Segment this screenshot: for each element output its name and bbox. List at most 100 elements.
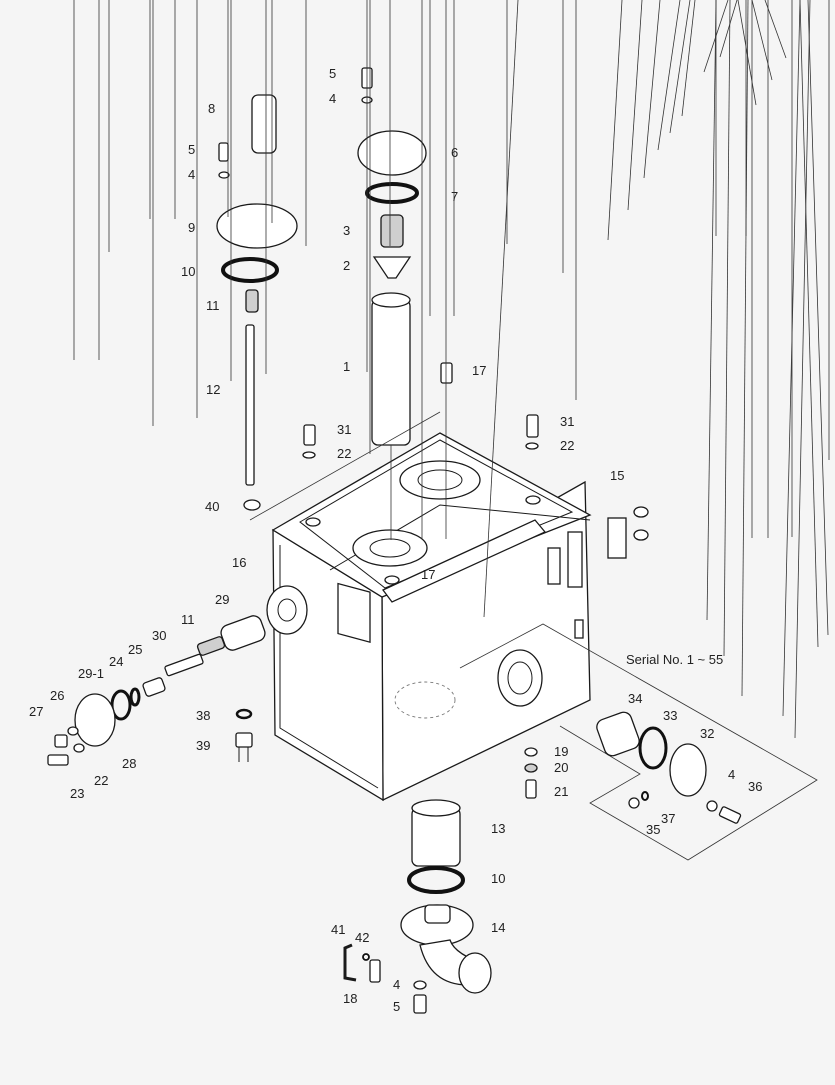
leader-c-37 (799, 0, 819, 648)
breather-8 (251, 94, 277, 154)
leader-c-35 (807, 0, 829, 636)
washer-26 (67, 726, 79, 736)
callout-c-17a: 17 (472, 363, 486, 378)
spring-11-top (245, 289, 259, 313)
fitting-25 (142, 677, 166, 697)
bolt-15b (633, 529, 649, 541)
washer-22-right (525, 442, 539, 450)
callout-c-5b: 5 (188, 142, 195, 157)
drain-flange-opening (277, 598, 297, 622)
callout-c-42: 42 (355, 930, 369, 945)
boss-left (305, 517, 321, 527)
callout-c-22a: 22 (337, 446, 351, 461)
bolt-21 (525, 779, 537, 799)
o-ring-24 (129, 687, 141, 707)
leader-c-24 (669, 0, 691, 134)
leader-c-11b (627, 0, 643, 211)
leader-c-23 (764, 0, 787, 59)
strainer-34 (596, 711, 640, 757)
callout-c-28: 28 (122, 756, 136, 771)
callout-c-27: 27 (29, 704, 43, 719)
bolt-5-bottom (413, 994, 427, 1014)
leader-c-30 (643, 0, 661, 179)
callout-c-23: 23 (70, 786, 84, 801)
callout-c-4d: 4 (393, 977, 400, 992)
washer-20 (524, 763, 538, 773)
callout-c-12: 12 (206, 382, 220, 397)
tank-side-bracket (381, 519, 547, 603)
callout-c-4a: 4 (329, 91, 336, 106)
bracket-15 (607, 517, 627, 559)
hidden-strainer-outline (394, 681, 456, 719)
callout-c-1: 1 (343, 359, 350, 374)
cover-plate-6 (357, 130, 427, 176)
washer-4-bottom (413, 980, 427, 990)
callout-c-29: 29 (215, 592, 229, 607)
callout-c-6: 6 (451, 145, 458, 160)
leader-c-34 (706, 0, 717, 621)
o-ring-10-top (221, 257, 279, 283)
callout-c-11b: 11 (181, 612, 195, 627)
fitting-18 (369, 959, 381, 983)
bolt-23 (47, 754, 69, 766)
callout-c-25: 25 (128, 642, 142, 657)
filter-element-1 (371, 299, 411, 446)
strainer-13-top (411, 799, 461, 817)
serial-detail-outline (459, 623, 818, 861)
callout-c-30: 30 (152, 628, 166, 643)
pipe-41 (343, 943, 357, 982)
flange-9 (216, 203, 298, 249)
leader-c-32 (741, 0, 749, 697)
spring-3 (380, 214, 404, 248)
callout-c-7: 7 (451, 189, 458, 204)
nut-40 (243, 499, 261, 511)
cover-32 (669, 743, 707, 797)
serial-number-note: Serial No. 1 ~ 55 (626, 652, 723, 667)
callout-c-18: 18 (343, 991, 357, 1006)
leader-c-25 (657, 0, 681, 151)
cover-28 (74, 693, 116, 747)
washer-22-left (302, 451, 316, 459)
leader-c-27 (719, 0, 738, 58)
callout-c-16: 16 (232, 555, 246, 570)
leader-line-tank-left (249, 411, 441, 521)
callout-c-17b: 17 (421, 567, 435, 582)
strainer-29 (220, 615, 266, 651)
callout-c-40: 40 (205, 499, 219, 514)
callout-c-5a: 5 (329, 66, 336, 81)
o-ring-33 (638, 726, 668, 770)
callout-c-32: 32 (700, 726, 714, 741)
o-ring-42 (362, 953, 370, 961)
bolt-5-left (218, 142, 229, 162)
callout-c-15: 15 (610, 468, 624, 483)
bolt-15a (633, 506, 649, 518)
callout-c-26: 26 (50, 688, 64, 703)
callout-c-4c: 4 (728, 767, 735, 782)
spring-11-left (196, 636, 226, 656)
washer-19 (524, 747, 538, 757)
callout-c-34: 34 (628, 691, 642, 706)
o-ring-10-bottom (407, 866, 465, 894)
washer-4-left (218, 171, 230, 179)
callout-c-41: 41 (331, 922, 345, 937)
callout-c-39: 39 (196, 738, 210, 753)
callout-c-36: 36 (748, 779, 762, 794)
washer-4-right (706, 800, 718, 812)
callout-c-35: 35 (646, 822, 660, 837)
callout-c-19: 19 (554, 744, 568, 759)
callout-c-13: 13 (491, 821, 505, 836)
callout-c-9: 9 (188, 220, 195, 235)
leader-c-22c (751, 0, 773, 81)
o-ring-7 (365, 182, 419, 204)
tank-top-rim (299, 439, 574, 589)
leader-c-4c (782, 0, 801, 717)
gauge-bracket (574, 619, 584, 639)
pipe-outlet (458, 952, 492, 994)
level-gauge (567, 531, 583, 588)
callout-c-38: 38 (196, 708, 210, 723)
callout-c-5c: 5 (393, 999, 400, 1014)
o-ring-37 (641, 791, 649, 801)
